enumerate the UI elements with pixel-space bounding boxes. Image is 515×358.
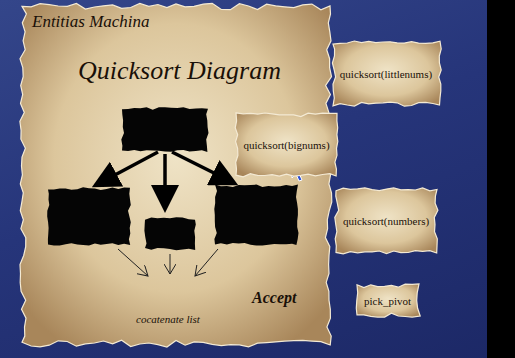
merge-arrow bbox=[170, 254, 171, 274]
parchment-sheet bbox=[20, 3, 332, 347]
card-shape bbox=[334, 188, 437, 254]
split-arrow bbox=[98, 152, 158, 184]
hidden-box bbox=[121, 107, 208, 152]
merge-arrow bbox=[118, 249, 148, 276]
card-shape bbox=[356, 284, 420, 317]
merge-arrow bbox=[195, 249, 218, 276]
function-label: quicksort(numbers) bbox=[343, 215, 429, 227]
diagram-title: Quicksort Diagram bbox=[78, 56, 281, 86]
parchment-card: quicksort(littlenums) bbox=[331, 40, 442, 107]
hidden-box bbox=[47, 187, 131, 245]
split-arrow bbox=[172, 152, 232, 182]
black-strip bbox=[487, 0, 515, 358]
parchment-card: pick_pivot bbox=[355, 283, 421, 318]
parchment-card: quicksort(numbers) bbox=[334, 187, 439, 255]
card-shape bbox=[235, 113, 338, 177]
parchment-card: quicksort(bignums) bbox=[234, 112, 339, 178]
hidden-box bbox=[144, 217, 195, 250]
hidden-box bbox=[214, 185, 298, 246]
card-shape bbox=[332, 41, 441, 106]
subtitle-text: Entitias Machina bbox=[32, 12, 150, 32]
caption-text: cocatenate list bbox=[136, 313, 200, 325]
function-label: pick_pivot bbox=[364, 295, 411, 307]
accept-label: Accept bbox=[252, 289, 296, 307]
split-arrow bbox=[163, 154, 167, 206]
function-label: quicksort(bignums) bbox=[243, 139, 329, 151]
function-label: quicksort(littlenums) bbox=[340, 68, 432, 80]
